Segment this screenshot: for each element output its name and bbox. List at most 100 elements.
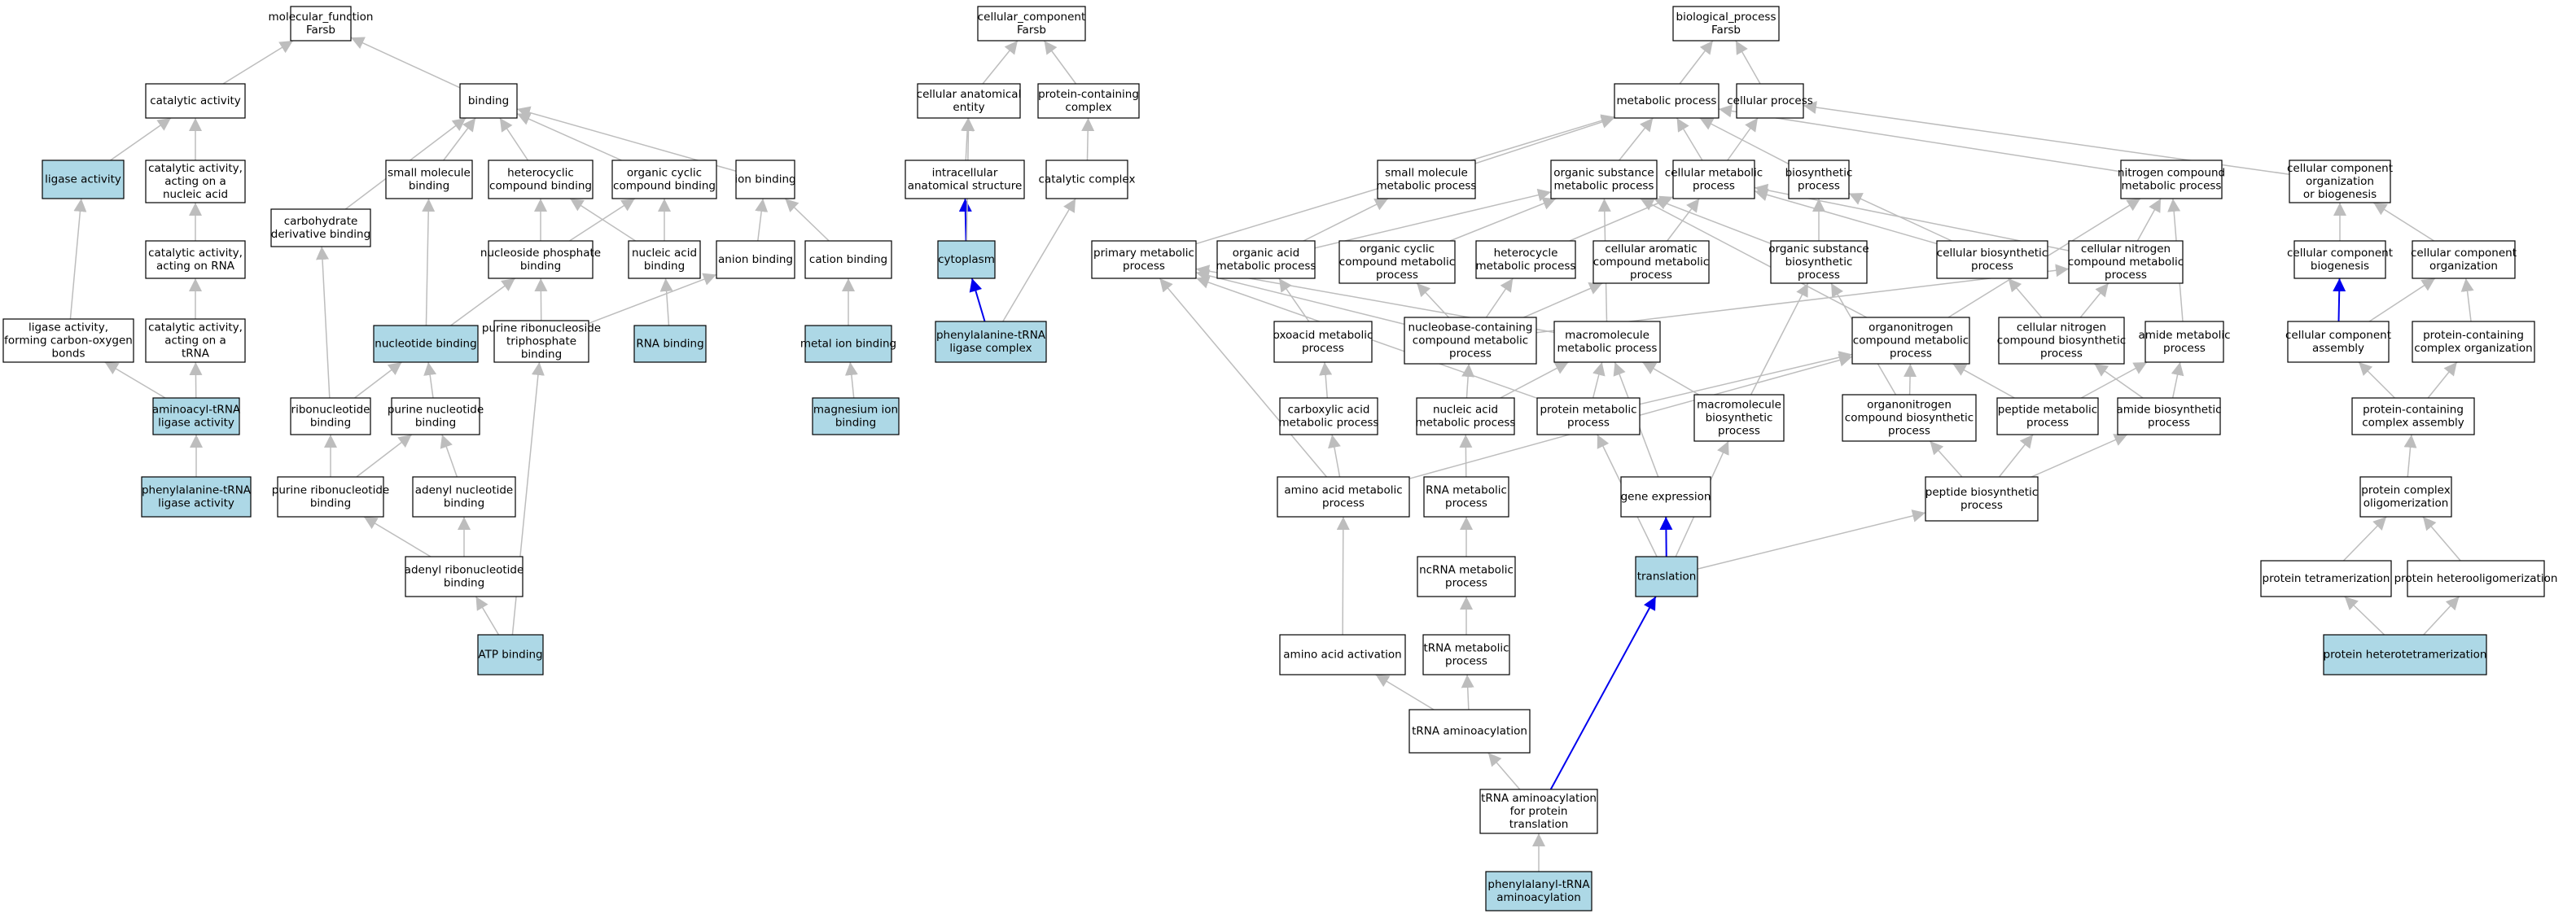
term-node-gene-expr[interactable]: gene expression [1620,476,1711,518]
term-node-trna-amino[interactable]: tRNA aminoacylation [1408,709,1531,754]
term-node-cat-rna[interactable]: catalytic activity,acting on RNA [145,240,246,279]
term-node-catalytic[interactable]: catalytic activity [145,83,246,119]
term-node-ligase[interactable]: ligase activity [42,160,125,199]
term-node-ligase-co[interactable]: ligase activity,forming carbon-oxygenbon… [2,318,134,363]
term-node-prot-heterotetra[interactable]: protein heterotetramerization [2323,634,2487,675]
term-node-anion-bind[interactable]: anion binding [716,240,795,279]
term-node-rna-bind[interactable]: RNA binding [633,325,707,363]
edge-aa_trna_lig-to-ligase_co [104,361,166,399]
term-node-metabolic[interactable]: metabolic process [1614,83,1720,119]
term-label-line: protein metabolic [1540,404,1636,417]
term-node-cytoplasm[interactable]: cytoplasm [937,240,996,279]
term-box [1417,556,1516,597]
edge-trna_amino-to-trna_met [1461,674,1474,710]
term-node-aa-act[interactable]: amino acid activation [1279,634,1406,675]
term-label-line: process [1567,417,1610,430]
term-node-binding[interactable]: binding [459,83,518,119]
term-node-cation-bind[interactable]: cation binding [804,240,892,279]
term-node-translation[interactable]: translation [1635,556,1698,597]
term-node-ion-bind[interactable]: ion binding [734,160,796,199]
term-node-metal-bind[interactable]: metal ion binding [800,325,896,363]
term-node-prot-tetra[interactable]: protein tetramerization [2260,560,2392,597]
term-label-line: protein-containing [2363,404,2464,417]
term-box [145,240,246,279]
term-box [937,240,996,279]
term-node-cellular[interactable]: cellular process [1727,83,1813,119]
edge-ligase-to-catalytic [110,117,172,161]
term-node-nucleotide-bind[interactable]: nucleotide binding [373,325,479,363]
term-node-cat-complex[interactable]: catalytic complex [1039,160,1136,199]
term-node-atp-bind[interactable]: ATP binding [477,634,544,675]
term-node-prot-hetero[interactable]: protein heterooligomerization [2394,560,2558,597]
edge-prot_met-to-orgN_met [1639,351,1853,405]
edge-macro_bio-to-macro_met [1641,361,1699,396]
term-label-line: adenyl ribonucleotide [405,564,524,577]
